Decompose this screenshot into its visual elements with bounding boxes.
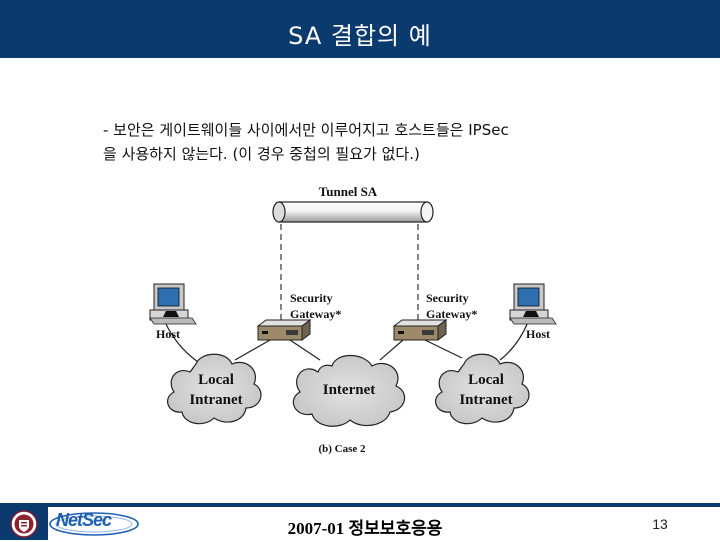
cloud-icon <box>292 354 406 427</box>
body-text: - 보안은 게이트웨이들 사이에서만 이루어지고 호스트들은 IPSec 을 사… <box>103 118 663 166</box>
tunnel-tube <box>272 201 434 223</box>
computer-icon <box>509 283 557 325</box>
netsec-logo <box>48 510 140 538</box>
tunnel-sa-label: Tunnel SA <box>319 184 378 199</box>
body-line-1: - 보안은 게이트웨이들 사이에서만 이루어지고 호스트들은 IPSec <box>103 121 509 139</box>
university-emblem-icon <box>10 510 38 538</box>
host-label-right: Host <box>526 327 550 341</box>
host-label-left: Host <box>156 327 180 341</box>
slide-title: SA 결합의 예 <box>288 22 432 50</box>
diagram-caption: (b) Case 2 <box>318 443 366 455</box>
gateway-label-right-line1: Security <box>426 291 469 305</box>
cloud-left-line1: Local <box>198 372 234 388</box>
page-number: 13 <box>652 516 668 532</box>
body-line-2: 을 사용하지 않는다. (이 경우 중첩의 필요가 없다.) <box>103 145 420 163</box>
title-bar <box>0 0 720 58</box>
router-icon <box>392 319 448 341</box>
footer-panel <box>48 507 720 540</box>
connection-lines <box>164 321 529 363</box>
gateway-label-right-line2: Gateway* <box>426 307 477 321</box>
gateway-label-left-line1: Security <box>290 291 333 305</box>
netsec-logo-text: NetSec <box>56 510 112 530</box>
cloud-right-line2: Intranet <box>459 392 512 408</box>
gateway-label-left-line2: Gateway* <box>290 307 341 321</box>
cloud-left-line2: Intranet <box>189 392 242 408</box>
footer-course-title: 2007-01 정보보호응용 <box>287 519 443 538</box>
netsec-logo-icon <box>49 512 139 536</box>
cloud-center-label: Internet <box>323 382 376 398</box>
cloud-right-line1: Local <box>468 372 504 388</box>
cloud-icon <box>166 353 262 425</box>
router-icon <box>256 319 312 341</box>
computer-icon <box>149 283 197 325</box>
cloud-icon <box>434 353 530 425</box>
